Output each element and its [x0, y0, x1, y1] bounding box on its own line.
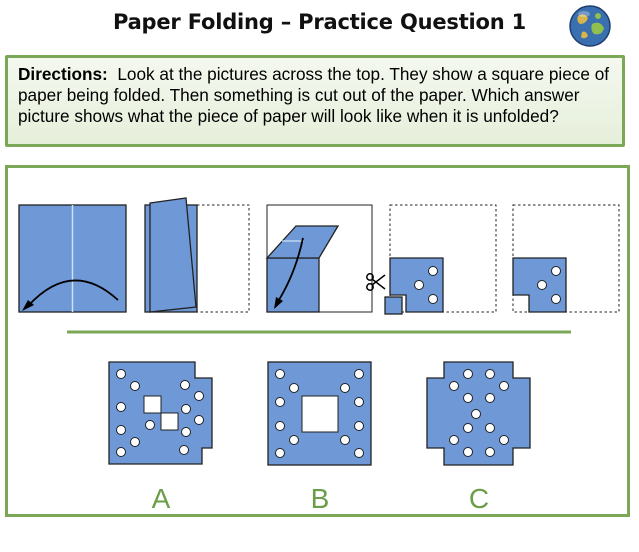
option-c-figure[interactable] [427, 362, 530, 465]
fold-step-2 [145, 198, 249, 312]
fold-step-4 [367, 205, 496, 314]
option-a-figure[interactable] [109, 362, 212, 464]
fold-step-3 [267, 205, 372, 312]
option-a-label[interactable]: A [141, 483, 181, 515]
option-b-figure[interactable] [268, 362, 371, 465]
option-c-label[interactable]: C [459, 483, 499, 515]
scissors-icon [367, 274, 385, 290]
option-b-label[interactable]: B [300, 483, 340, 515]
fold-step-1 [19, 205, 126, 312]
fold-step-5 [513, 205, 619, 312]
